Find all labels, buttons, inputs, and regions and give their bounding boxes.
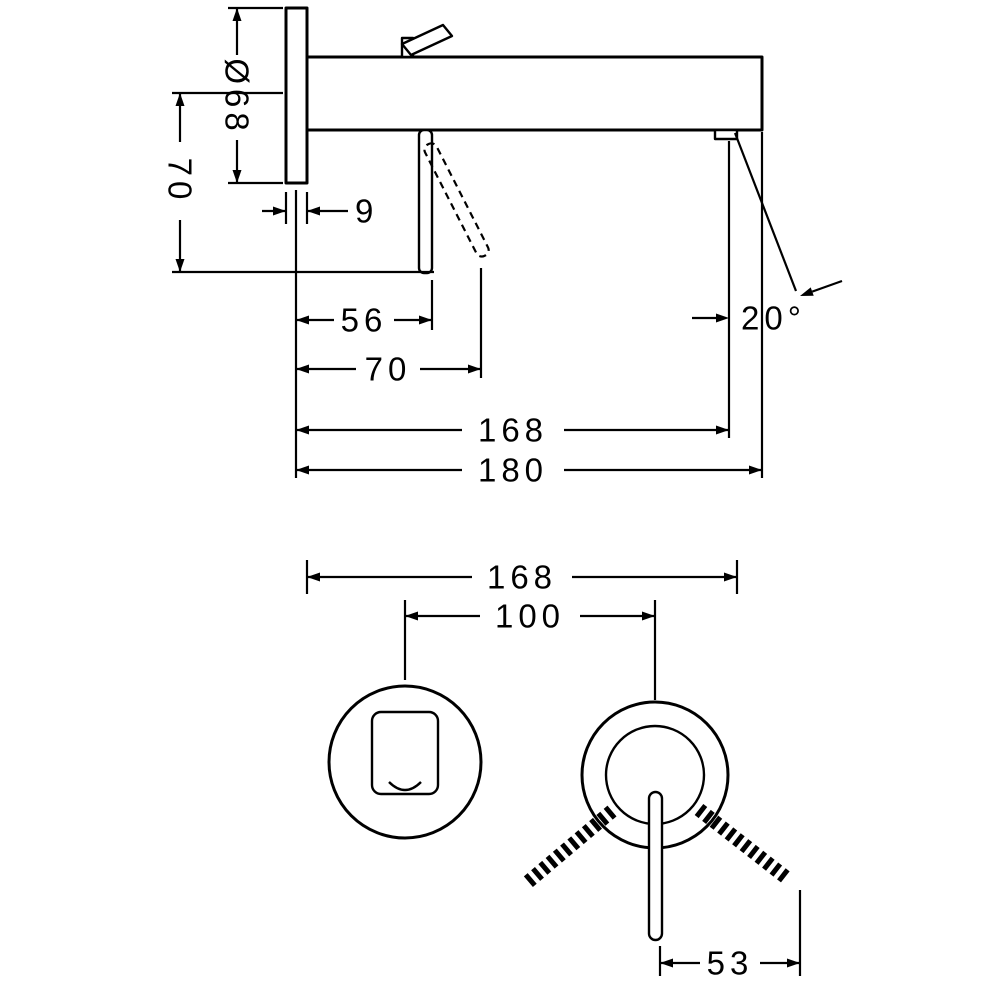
- dim-center-distance: 100: [403, 598, 657, 700]
- dim-label-handle-drop: 70: [162, 158, 199, 205]
- arrowhead: [296, 425, 309, 435]
- dim-label-plate-depth: 9: [355, 193, 378, 230]
- aerator-arc: [388, 781, 422, 792]
- arrowhead: [716, 313, 729, 323]
- dim-stream-angle: 20°: [692, 132, 843, 337]
- spout-escutcheon-front: [327, 684, 483, 840]
- dim-total-projection: 180: [296, 132, 764, 489]
- arrowhead: [175, 259, 185, 272]
- top-lever-paddle: [400, 23, 454, 57]
- arrowhead: [296, 465, 309, 475]
- angle-arrow-line: [811, 279, 843, 293]
- arrowhead: [405, 611, 418, 621]
- spout-outlet-window: [370, 710, 440, 796]
- arrowhead: [232, 170, 242, 183]
- arrowhead: [749, 465, 762, 475]
- dim-label-outlet-distance: 168: [478, 412, 548, 449]
- dim-front-overall-width: 168: [305, 559, 739, 596]
- handle-lever-dashed: [423, 142, 490, 258]
- arrowhead: [800, 287, 814, 296]
- arrowhead: [232, 8, 242, 21]
- dim-plate-diameter: Ø68: [219, 6, 283, 185]
- dim-lever-length: 53: [658, 890, 802, 982]
- arrowhead: [273, 206, 286, 216]
- arrowhead: [419, 315, 432, 325]
- arrowhead: [468, 364, 481, 374]
- arrowhead: [642, 611, 655, 621]
- dim-outlet-distance: 168: [296, 141, 731, 449]
- arrowhead: [307, 572, 320, 582]
- stream-angle-line: [733, 132, 798, 292]
- arrowhead: [175, 93, 185, 106]
- dim-label-handle-distance: 56: [341, 302, 388, 339]
- aerator-outlet: [713, 128, 739, 141]
- arrowhead: [716, 425, 729, 435]
- dim-label-total-projection: 180: [478, 452, 548, 489]
- handle-swing-position: [423, 142, 490, 258]
- spout-body: [305, 55, 764, 132]
- arrowhead: [307, 206, 320, 216]
- dim-handle-drop: 70: [162, 91, 434, 274]
- dim-label-lever-length: 53: [707, 945, 754, 982]
- arrowhead: [296, 364, 309, 374]
- dim-handle-distance: 56: [296, 280, 434, 339]
- arrowhead: [724, 572, 737, 582]
- side-view: Ø68 70 9: [162, 6, 843, 489]
- dim-label-plate-diameter: Ø68: [219, 58, 256, 135]
- faucet-body: [284, 6, 764, 275]
- dim-label-lever-reach: 70: [365, 351, 412, 388]
- arrowhead: [787, 958, 800, 968]
- dim-label-stream-angle: 20°: [741, 300, 806, 337]
- dim-lever-reach: 70: [296, 268, 483, 388]
- handle-lever-down-front: [647, 790, 664, 942]
- handle-escutcheon-front: [523, 700, 791, 942]
- wall-plate-side: [284, 6, 309, 185]
- arrowhead: [296, 315, 309, 325]
- front-view: 168 100: [305, 559, 802, 982]
- arrowhead: [660, 958, 673, 968]
- dim-label-front-overall-width: 168: [487, 559, 557, 596]
- dim-plate-depth: 9: [262, 192, 378, 230]
- dim-label-center-distance: 100: [495, 598, 565, 635]
